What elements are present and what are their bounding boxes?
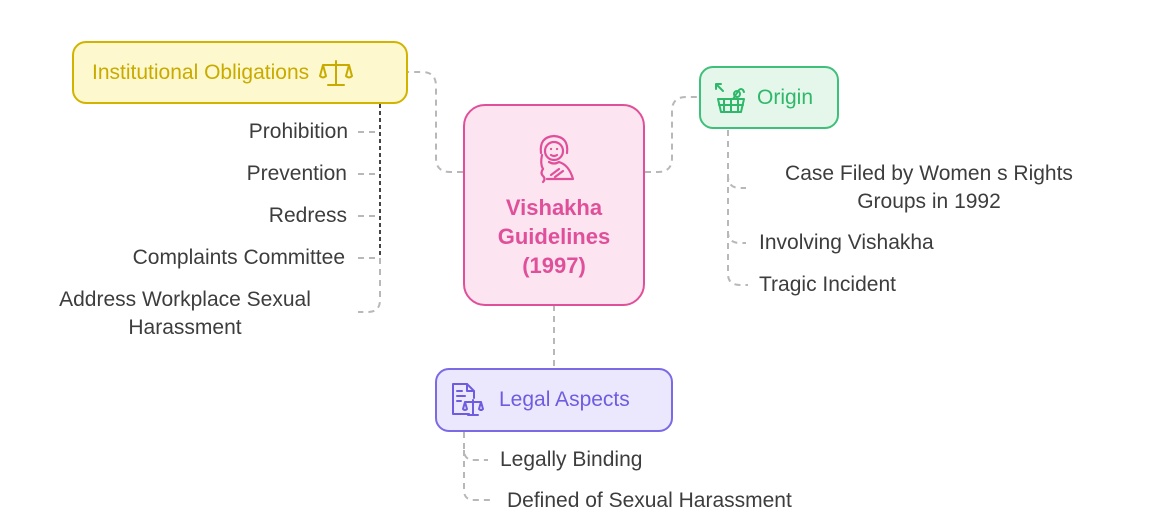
leaf-redress: Redress xyxy=(268,204,347,227)
leaf-complaints-committee: Complaints Committee xyxy=(132,246,345,269)
institutional-obligations-title: Institutional Obligations xyxy=(92,60,310,84)
leaf-case-filed: Case Filed by Women s Rights Groups in 1… xyxy=(785,162,1073,213)
legal-aspects-node[interactable]: Legal Aspects xyxy=(435,368,673,432)
leaf-legally-binding: Legally Binding xyxy=(500,448,643,471)
institutional-obligations-node[interactable]: Institutional Obligations xyxy=(72,41,408,104)
legal-document-icon xyxy=(449,381,485,419)
leaf-defined-sexual-harassment: Defined of Sexual Harassment xyxy=(507,489,792,512)
center-title: Vishakha Guidelines (1997) xyxy=(497,194,611,278)
leaf-address-workplace-harassment: Address Workplace Sexual Harassment xyxy=(59,288,311,339)
scales-icon xyxy=(319,58,354,88)
leaf-tragic-incident: Tragic Incident xyxy=(759,273,896,296)
woman-icon xyxy=(529,131,579,187)
origin-node[interactable]: Origin xyxy=(699,66,839,129)
leaf-involving-vishakha: Involving Vishakha xyxy=(759,231,934,254)
basket-icon xyxy=(713,80,749,116)
origin-title: Origin xyxy=(757,85,814,109)
leaf-prevention: Prevention xyxy=(246,162,347,185)
leaf-prohibition: Prohibition xyxy=(248,120,348,143)
legal-aspects-title: Legal Aspects xyxy=(499,388,630,411)
center-node[interactable]: Vishakha Guidelines (1997) xyxy=(463,104,645,306)
